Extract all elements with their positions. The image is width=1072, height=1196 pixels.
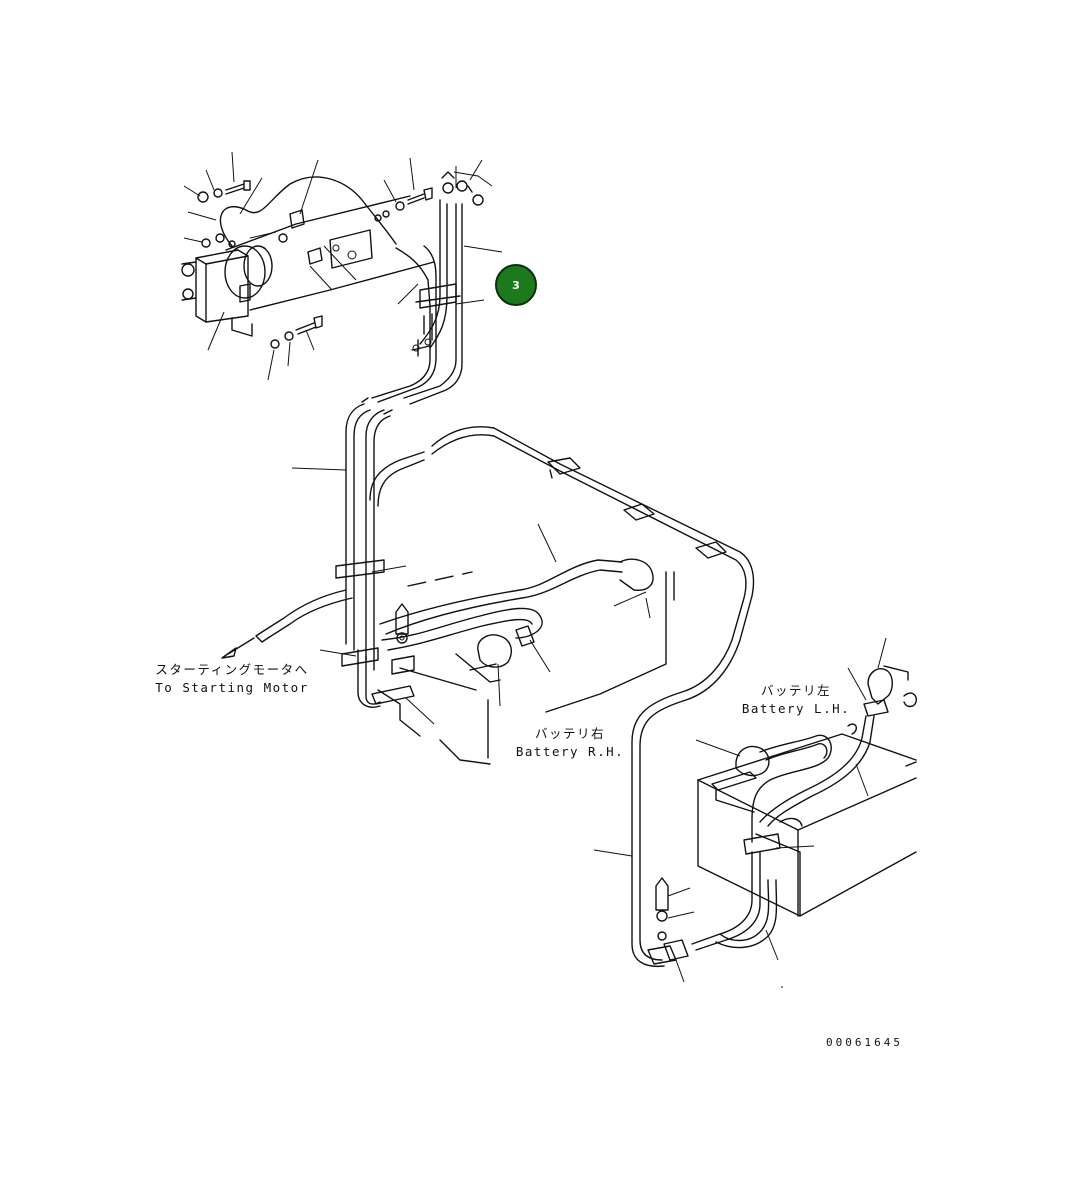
battery-rh-label-jp: バッテリ右 [534, 726, 605, 741]
drawing-number: 00061645 [826, 1036, 903, 1049]
starting-motor-label-jp: スターティングモータへ [155, 662, 309, 677]
battery-lh-label-jp: バッテリ左 [760, 683, 831, 698]
relay-bracket [225, 195, 435, 311]
main-cable-bundle [345, 199, 463, 671]
callout-number: 3 [512, 278, 520, 292]
cable-to-left-battery [369, 426, 755, 968]
battery-relay [181, 245, 273, 337]
leader-lines [183, 151, 887, 988]
cable-to-starting-motor [221, 589, 353, 659]
battery-left-hand [691, 665, 918, 951]
starting-motor-label-en: To Starting Motor [155, 680, 309, 695]
battery-lh-label-en: Battery L.H. [741, 701, 851, 716]
battery-right-hand [377, 558, 675, 765]
callout-marker-3[interactable]: 3 [495, 264, 537, 306]
cable-clamps [335, 559, 415, 705]
battery-rh-label-en: Battery R.H. [515, 744, 625, 759]
relay-hardware [197, 171, 484, 349]
